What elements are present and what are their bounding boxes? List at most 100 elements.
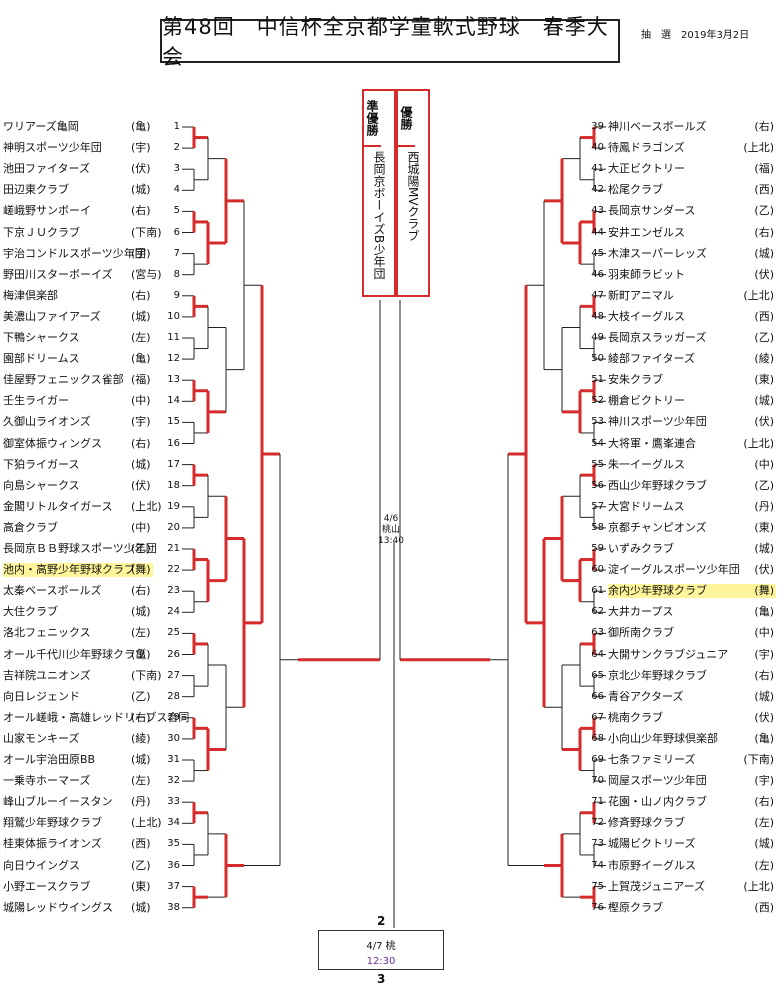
runner-up-label: 準優勝 — [364, 91, 381, 147]
team-number: 41 — [591, 163, 604, 175]
team-affiliation: (中) — [131, 520, 151, 534]
team-number: 54 — [591, 437, 604, 449]
team-affiliation: (左) — [754, 858, 774, 872]
team-row: 一乗寺ホーマーズ(左) — [3, 774, 153, 788]
team-number: 62 — [591, 606, 604, 618]
team-affiliation: (下南) — [131, 668, 162, 682]
team-affiliation: (宇) — [754, 647, 774, 661]
team-name: 洛北フェニックス — [3, 626, 91, 640]
team-affiliation: (宇) — [131, 141, 151, 155]
team-number: 72 — [591, 817, 604, 829]
team-row: 京北少年野球クラブ (右) — [608, 669, 776, 683]
team-row: 安井エンゼルス(右) — [608, 226, 776, 240]
team-name: 京北少年野球クラブ — [608, 668, 707, 682]
team-affiliation: (下南) — [743, 753, 774, 766]
team-number: 18 — [167, 479, 180, 491]
team-row: 下京ＪＵクラブ(下南) — [3, 226, 162, 240]
team-affiliation: (城) — [131, 605, 151, 619]
team-affiliation: (城) — [754, 689, 774, 703]
team-number: 67 — [591, 711, 604, 723]
team-row: 長岡京スラッガーズ(乙) — [608, 331, 776, 345]
team-number: 29 — [167, 711, 180, 723]
team-number: 1 — [173, 121, 180, 132]
team-number: 55 — [591, 458, 604, 470]
team-row: 京都チャンピオンズ(東) — [608, 521, 776, 535]
team-row: 城陽レッドウイングス(城) — [3, 901, 153, 915]
team-name: 大宮ドリームス — [608, 499, 685, 513]
team-affiliation: (城) — [131, 183, 151, 197]
team-name: 美濃山ファイアーズ — [3, 309, 101, 323]
team-row: 池田ファイターズ(伏) — [3, 162, 153, 176]
team-number: 40 — [591, 142, 604, 154]
team-name: 西山少年野球クラブ — [608, 478, 707, 492]
team-name: 城陽レッドウイングス — [3, 900, 113, 914]
team-number: 50 — [591, 353, 604, 365]
team-number: 8 — [173, 268, 180, 280]
team-row: 壬生ライガー(中) — [3, 394, 153, 408]
team-row: 吉祥院ユニオンズ(下南) — [3, 669, 162, 683]
team-row: 岡屋スポーツ少年団(宇) — [608, 774, 776, 788]
team-affiliation: (右) — [131, 436, 151, 450]
team-number: 37 — [167, 880, 180, 892]
team-name: 池内・高野少年野球クラブ — [3, 563, 135, 577]
team-number: 10 — [167, 310, 180, 322]
team-number: 53 — [591, 416, 604, 428]
team-affiliation: (宇) — [754, 774, 774, 788]
team-affiliation: (亀) — [131, 647, 151, 661]
team-affiliation: (福) — [131, 373, 151, 387]
team-number: 59 — [591, 543, 604, 554]
team-affiliation: (城) — [131, 309, 151, 323]
team-name: 梅津倶楽部 — [3, 288, 58, 302]
team-row: ワリアーズ亀岡(亀) — [3, 120, 153, 134]
team-number: 69 — [591, 754, 604, 765]
team-number: 65 — [591, 669, 604, 681]
team-row: 神明スポーツ少年団(宇) — [3, 141, 153, 155]
team-number: 14 — [167, 395, 180, 407]
team-affiliation: (亀) — [754, 605, 774, 619]
winner-box: 優勝 西城陽MVクラブ — [396, 89, 430, 297]
team-number: 46 — [591, 268, 604, 280]
team-row: 御所南クラブ(中) — [608, 626, 776, 640]
team-name: オール千代川少年野球クラブ — [3, 647, 146, 661]
team-number: 38 — [167, 901, 180, 913]
team-row: 向日レジェンド(乙) — [3, 690, 153, 704]
team-name: 棚倉ビクトリー — [608, 394, 685, 408]
team-row: 長岡京ＢＢ野球スポーツ少年団(乙) — [3, 542, 157, 556]
team-affiliation: (右) — [131, 710, 151, 724]
team-row: 羽束師ラビット(伏) — [608, 268, 776, 282]
team-number: 52 — [591, 395, 604, 407]
team-name: 壬生ライガー — [3, 394, 69, 408]
team-name: ワリアーズ亀岡 — [3, 120, 79, 133]
team-row: オール千代川少年野球クラブ(亀) — [3, 648, 153, 662]
team-affiliation: (亀) — [754, 731, 774, 745]
semifinal-venue: 桃山 — [381, 525, 400, 535]
team-name: 安井エンゼルス — [608, 225, 685, 239]
team-name: 金閣リトルタイガース — [3, 499, 113, 513]
team-name: 向日ウイングス — [3, 858, 80, 872]
team-name: 余内少年野球クラブ — [608, 584, 707, 598]
team-name: 樫原クラブ — [608, 900, 663, 914]
team-row: 長岡京サンダース(乙) — [608, 204, 776, 218]
team-affiliation: (宇) — [131, 415, 151, 429]
team-name: オール嵯峨・高雄レッドリーブス合同 — [3, 710, 190, 724]
team-name: 待鳳ドラゴンズ — [608, 141, 685, 155]
team-row: 七条ファミリーズ(下南) — [608, 753, 776, 767]
team-number: 74 — [591, 859, 604, 871]
team-affiliation: (東) — [131, 879, 151, 893]
team-name: 市原野イーグルス — [608, 858, 696, 872]
team-number: 36 — [167, 859, 180, 871]
team-name: 大開サンクラブジュニア — [608, 647, 729, 661]
team-row: 城陽ビクトリーズ(城) — [608, 837, 776, 851]
team-name: 大住クラブ — [3, 605, 58, 619]
team-number: 4 — [173, 184, 180, 196]
team-affiliation: (舞) — [131, 563, 151, 577]
team-affiliation: (右) — [131, 204, 151, 218]
team-number: 25 — [167, 627, 180, 639]
team-row: 神川スポーツ少年団(伏) — [608, 415, 776, 429]
team-affiliation: (上北) — [743, 879, 774, 893]
team-row: 安朱クラブ(東) — [608, 373, 776, 387]
team-row: 桃南クラブ(伏) — [608, 711, 776, 725]
team-affiliation: (城) — [131, 753, 151, 766]
team-affiliation: (右) — [754, 668, 774, 682]
team-name: 神川スポーツ少年団 — [608, 415, 707, 429]
